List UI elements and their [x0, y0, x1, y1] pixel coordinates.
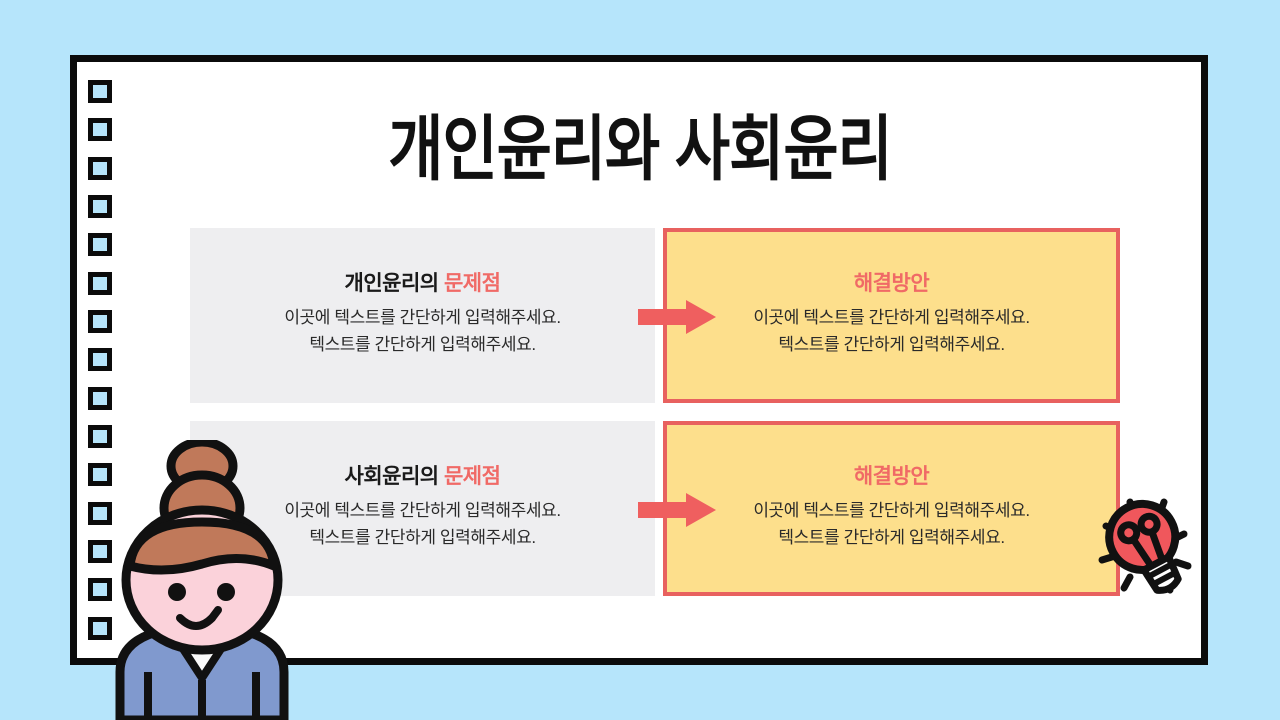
- binder-hole: [88, 348, 112, 372]
- problem-heading-accent-1: 문제점: [443, 272, 501, 296]
- lightbulb-icon: [1098, 498, 1192, 594]
- solution-heading-1: 해결방안: [853, 272, 930, 296]
- problem-heading-1: 개인윤리의 문제점: [345, 273, 501, 294]
- binder-hole: [88, 310, 112, 334]
- arrow-right-icon: [638, 300, 716, 334]
- problem-body-line-2: 텍스트를 간단하게 입력해주세요.: [309, 334, 536, 354]
- binder-hole: [88, 80, 112, 103]
- solution-box-1: 해결방안 이곳에 텍스트를 간단하게 입력해주세요. 텍스트를 간단하게 입력해…: [663, 228, 1120, 403]
- binder-hole: [88, 425, 112, 449]
- solution-body-line-2: 텍스트를 간단하게 입력해주세요.: [778, 527, 1005, 547]
- binder-hole: [88, 501, 112, 525]
- problem-body-line-1: 이곳에 텍스트를 간단하게 입력해주세요.: [284, 308, 561, 328]
- solution-body-2: 이곳에 텍스트를 간단하게 입력해주세요. 텍스트를 간단하게 입력해주세요.: [753, 498, 1030, 551]
- problem-box-1: 개인윤리의 문제점 이곳에 텍스트를 간단하게 입력해주세요. 텍스트를 간단하…: [190, 228, 655, 403]
- solution-body-line-1: 이곳에 텍스트를 간단하게 입력해주세요.: [753, 308, 1030, 328]
- problem-heading-accent-2: 문제점: [443, 465, 501, 489]
- problem-heading-subject-2: 사회윤리의: [344, 465, 440, 489]
- solution-body-line-1: 이곳에 텍스트를 간단하게 입력해주세요.: [753, 501, 1030, 521]
- binder-hole: [88, 463, 112, 487]
- problem-body-1: 이곳에 텍스트를 간단하게 입력해주세요. 텍스트를 간단하게 입력해주세요.: [284, 305, 561, 358]
- binder-hole: [88, 195, 112, 219]
- binder-hole: [88, 271, 112, 295]
- binder-holes: [88, 80, 114, 640]
- content-row: 개인윤리의 문제점 이곳에 텍스트를 간단하게 입력해주세요. 텍스트를 간단하…: [0, 228, 1280, 403]
- problem-heading-subject-1: 개인윤리의: [344, 272, 440, 296]
- solution-body-1: 이곳에 텍스트를 간단하게 입력해주세요. 텍스트를 간단하게 입력해주세요.: [753, 305, 1030, 358]
- binder-hole: [88, 578, 112, 602]
- binder-hole: [88, 156, 112, 180]
- problem-body-2: 이곳에 텍스트를 간단하게 입력해주세요. 텍스트를 간단하게 입력해주세요.: [284, 498, 561, 551]
- binder-hole: [88, 233, 112, 257]
- arrow-right-icon: [638, 493, 716, 527]
- solution-heading-2: 해결방안: [853, 465, 930, 489]
- content-row: 사회윤리의 문제점 이곳에 텍스트를 간단하게 입력해주세요. 텍스트를 간단하…: [0, 421, 1280, 596]
- problem-body-line-2: 텍스트를 간단하게 입력해주세요.: [309, 527, 536, 547]
- solution-body-line-2: 텍스트를 간단하게 입력해주세요.: [778, 334, 1005, 354]
- problem-body-line-1: 이곳에 텍스트를 간단하게 입력해주세요.: [284, 501, 561, 521]
- page-title: 개인윤리와 사회윤리: [388, 109, 892, 189]
- solution-box-2: 해결방안 이곳에 텍스트를 간단하게 입력해주세요. 텍스트를 간단하게 입력해…: [663, 421, 1120, 596]
- problem-box-2: 사회윤리의 문제점 이곳에 텍스트를 간단하게 입력해주세요. 텍스트를 간단하…: [190, 421, 655, 596]
- person-illustration: [115, 440, 289, 720]
- binder-hole: [88, 118, 112, 142]
- problem-heading-2: 사회윤리의 문제점: [345, 466, 501, 487]
- binder-hole: [88, 540, 112, 564]
- binder-hole: [88, 386, 112, 410]
- binder-hole: [88, 616, 112, 640]
